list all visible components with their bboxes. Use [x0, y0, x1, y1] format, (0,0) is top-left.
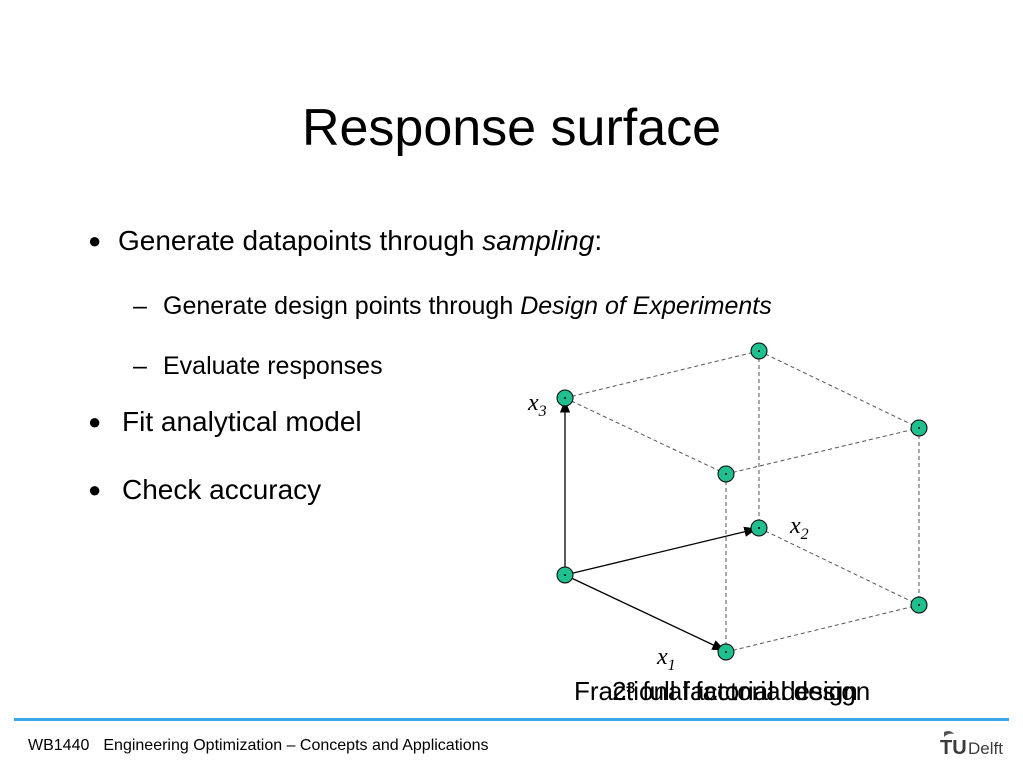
- caption-fractional-factorial: Fractional factorial design: [574, 676, 871, 706]
- subbullet-design-points: Generate design points through Design of…: [163, 291, 772, 321]
- subbullet-text: Generate design points through: [163, 292, 521, 320]
- slide-title: Response surface: [301, 99, 722, 157]
- cube-edge: [758, 527, 920, 606]
- subbullet-emphasis: Design of Experiments: [520, 292, 772, 320]
- bullet-dot: ●: [88, 477, 102, 502]
- cube-edge: [758, 350, 920, 429]
- bullet-emphasis: sampling: [482, 225, 595, 256]
- bullet-dot: ●: [88, 228, 102, 253]
- logo-delft: Delft: [968, 739, 1003, 758]
- axis-label-x1: x1: [656, 644, 676, 674]
- cube-edge: [564, 350, 760, 399]
- footer-divider: [14, 718, 1009, 721]
- subbullet-evaluate-responses: Evaluate responses: [163, 352, 383, 380]
- tudelft-logo: TU Delft: [940, 730, 1003, 758]
- cube-edge: [725, 604, 920, 653]
- bullet-punct: :: [594, 225, 603, 256]
- bullet-fit-model: Fit analytical model: [122, 406, 362, 437]
- subbullet-dash: –: [133, 352, 147, 380]
- axis-label-x2: x2: [789, 513, 809, 543]
- footer-course: WB1440 Engineering Optimization – Concept…: [28, 736, 489, 756]
- bullet-check-accuracy: Check accuracy: [122, 474, 322, 505]
- axis-arrows: [559, 399, 758, 651]
- point-centers: [564, 350, 920, 653]
- flame-icon: [944, 730, 954, 737]
- cube-edge: [564, 397, 727, 475]
- cube-dashed-edges: [564, 350, 920, 653]
- subbullet-dash: –: [133, 292, 147, 320]
- course-title: Engineering Optimization – Concepts and …: [103, 737, 489, 754]
- cube-edge: [725, 427, 920, 475]
- bullet-text: Generate datapoints through: [118, 225, 483, 256]
- caption-full-factorial: 2³ full factorial design: [612, 676, 858, 706]
- course-code: WB1440: [28, 737, 90, 754]
- axis-x1: [564, 574, 726, 651]
- axis-x2: [564, 526, 758, 576]
- bullet-generate-datapoints: Generate datapoints through sampling:: [118, 224, 602, 258]
- bullet-dot: ●: [88, 409, 102, 434]
- logo-tu: TU: [940, 737, 967, 758]
- design-points: [556, 342, 928, 661]
- axis-label-x3: x3: [527, 390, 547, 420]
